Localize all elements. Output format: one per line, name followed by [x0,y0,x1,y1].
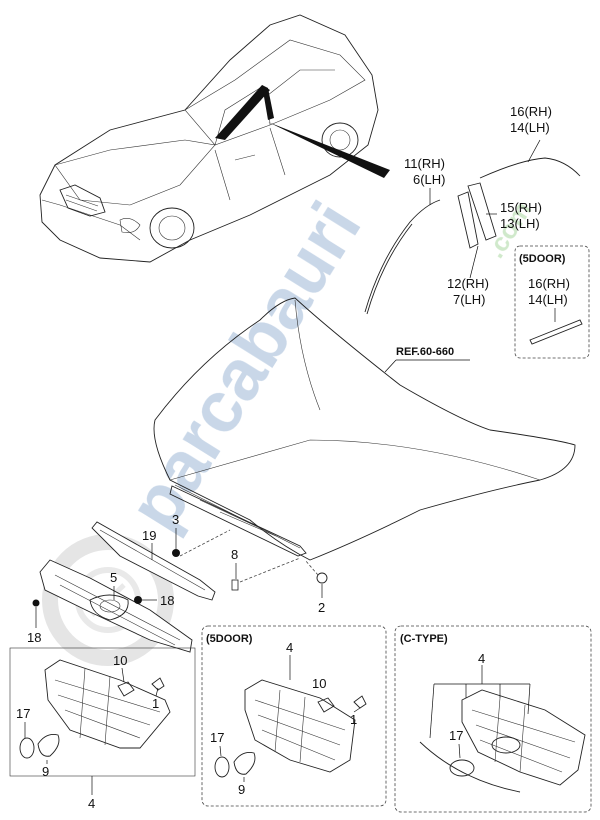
callout-16-14-top-line2: 14(LH) [510,120,550,135]
callout-15-13-line1: 15(RH) [500,200,542,215]
box-5door-callout-line1: 16(RH) [528,276,570,291]
box-c-type-callout-4: 4 [478,651,485,666]
clip-3 [172,528,180,557]
callout-8: 8 [231,547,238,562]
callout-11-6-line1: 11(RH) [404,156,445,171]
callout-12-7-line2: 7(LH) [453,292,486,307]
callout-16-14-top-line1: 16(RH) [510,104,552,119]
reference-label: REF.60-660 [396,346,454,358]
box-5door-callout-9: 9 [238,782,245,797]
box-5door-molding-title: (5DOOR) [519,253,566,265]
callout-3: 3 [172,512,179,527]
callout-9-left: 9 [42,764,49,779]
box-5door-callout-1: 1 [350,712,357,727]
screw-18-left [32,599,40,628]
roof-moldings [364,139,581,315]
callout-18-right: 18 [160,593,174,608]
grille-bracket [39,559,193,653]
box-5door-callout-10: 10 [312,676,326,691]
callout-19: 19 [142,528,156,543]
weatherstrip-19 [91,521,216,601]
car-illustration [39,14,390,263]
callout-4-left: 4 [88,796,95,811]
callout-10-left: 10 [113,653,127,668]
box-5door-molding: (5DOOR) 16(RH) 14(LH) [514,245,590,359]
screw-18-right [134,596,157,604]
callout-17-left: 17 [16,706,30,721]
box-5door-grille: (5DOOR) [201,625,387,807]
callout-18-left: 18 [27,630,41,645]
callout-2: 2 [318,600,325,615]
watermark-text: parcabauri [114,189,377,544]
box-5door-callout-line2: 14(LH) [528,292,568,307]
callout-1-left: 1 [152,696,159,711]
box-c-type: (C-TYPE) [394,625,592,813]
callout-11-6-line2: 6(LH) [413,172,446,187]
box-c-type-callout-17: 17 [449,728,463,743]
clip-2 [304,559,328,598]
bolt-8 [231,557,301,591]
hood [153,297,576,561]
box-5door-grille-title: (5DOOR) [206,633,253,645]
callout-5: 5 [110,570,117,585]
box-c-type-title: (C-TYPE) [400,633,448,645]
box-5door-callout-17: 17 [210,730,224,745]
callout-15-13-line2: 13(LH) [500,216,540,231]
watermark: parcabauri .com [42,189,537,666]
callout-12-7-line1: 12(RH) [447,276,489,291]
grille-assembly-left [9,647,196,777]
box-5door-callout-4: 4 [286,640,293,655]
